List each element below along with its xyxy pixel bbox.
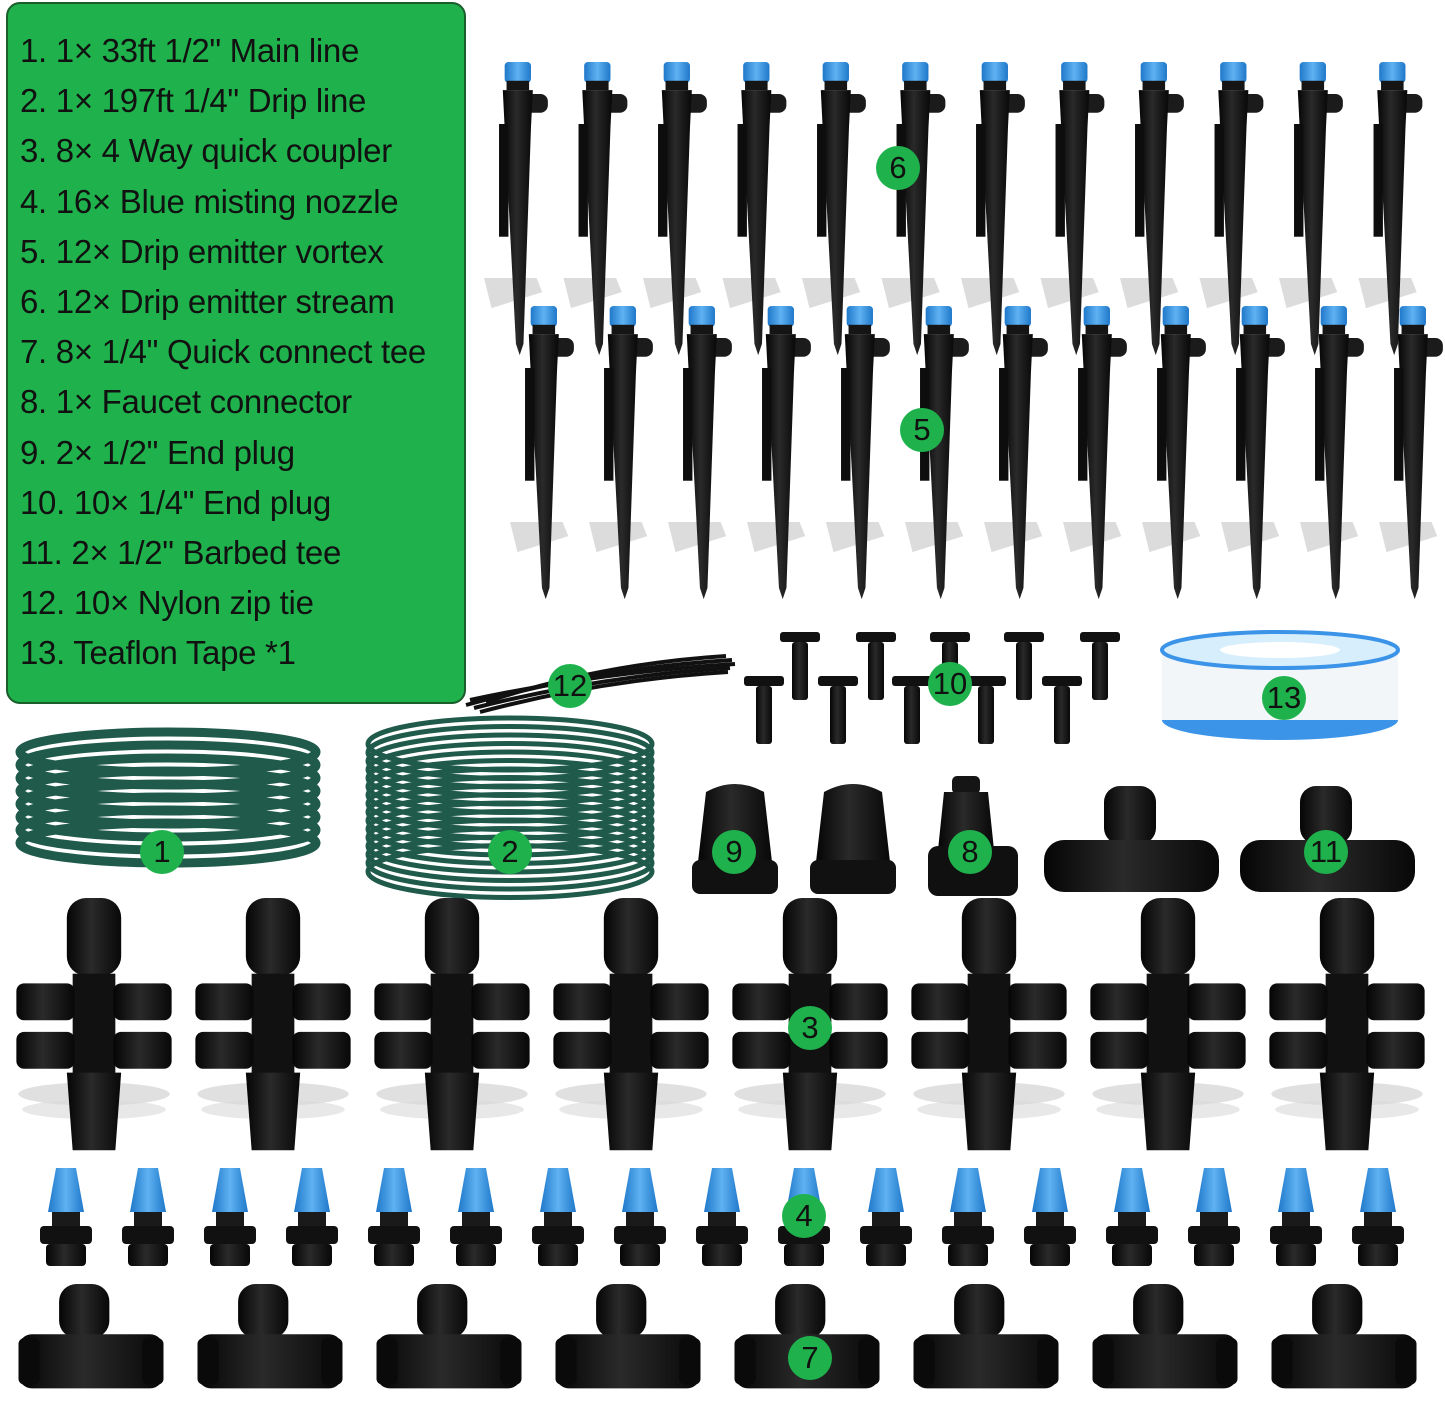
- drip-emitter-vortex: [1379, 306, 1443, 600]
- drip-emitter-vortex: [1142, 306, 1206, 600]
- drip-emitter-vortex: [984, 306, 1048, 600]
- quick-connect-tee: [1092, 1284, 1238, 1389]
- misting-nozzle: [368, 1168, 420, 1266]
- legend-item-7: 7. 8× 1/4" Quick connect tee: [20, 333, 426, 371]
- end-plug: [856, 632, 896, 700]
- badge-teflon-tape: 13: [1262, 676, 1306, 720]
- misting-nozzle: [286, 1168, 338, 1266]
- nylon-zip-ties: [465, 654, 736, 714]
- legend-item-3: 3. 8× 4 Way quick coupler: [20, 132, 392, 170]
- quick-connect-tee: [1271, 1284, 1417, 1389]
- quick-connect-tees-row: [18, 1284, 1417, 1389]
- misting-nozzle: [122, 1168, 174, 1266]
- quick-connect-tee: [18, 1284, 164, 1389]
- badge-half-inch-end-plug: 9: [712, 830, 756, 874]
- legend-item-13: 13. Teaflon Tape *1: [20, 634, 296, 672]
- legend-item-6: 6. 12× Drip emitter stream: [20, 283, 395, 321]
- badge-zip-tie: 12: [548, 664, 592, 708]
- drip-emitter-vortex: [905, 306, 969, 600]
- misting-nozzle: [1352, 1168, 1404, 1266]
- end-plug: [892, 676, 932, 744]
- misting-nozzle: [1270, 1168, 1322, 1266]
- barbed-tees: [1044, 786, 1415, 892]
- end-plug: [744, 676, 784, 744]
- quick-connect-tee: [913, 1284, 1059, 1389]
- four-way-coupler: [195, 898, 351, 1151]
- badge-drip-emitter-vortex: 5: [900, 408, 944, 452]
- quick-connect-tee: [376, 1284, 522, 1389]
- drip-emitter-vortex: [1063, 306, 1127, 600]
- misting-nozzle: [1024, 1168, 1076, 1266]
- legend-item-10: 10. 10× 1/4" End plug: [20, 483, 331, 521]
- badge-coupler: 3: [788, 1006, 832, 1050]
- legend-item-4: 4. 16× Blue misting nozzle: [20, 182, 399, 220]
- misting-nozzle: [40, 1168, 92, 1266]
- badge-drip-emitter-stream: 6: [876, 146, 920, 190]
- badge-barbed-tee: 11: [1304, 830, 1348, 874]
- badge-main-line: 1: [140, 830, 184, 874]
- four-way-coupler: [553, 898, 709, 1151]
- end-plug: [1080, 632, 1120, 700]
- drip-emitter-vortex-row: [510, 306, 1443, 600]
- legend-item-11: 11. 2× 1/2" Barbed tee: [20, 534, 341, 572]
- end-plug: [966, 676, 1006, 744]
- misting-nozzle: [614, 1168, 666, 1266]
- drip-emitter-vortex: [826, 306, 890, 600]
- badge-quick-connect-tee: 7: [788, 1336, 832, 1380]
- four-way-coupler: [911, 898, 1067, 1151]
- legend-item-2: 2. 1× 197ft 1/4" Drip line: [20, 82, 367, 120]
- quick-connect-tee: [197, 1284, 343, 1389]
- drip-emitter-vortex: [1221, 306, 1285, 600]
- tubing-loop: [365, 826, 655, 883]
- badge-drip-line: 2: [488, 830, 532, 874]
- legend-item-1: 1. 1× 33ft 1/2" Main line: [20, 32, 360, 69]
- legend-item-5: 5. 12× Drip emitter vortex: [20, 232, 384, 270]
- misting-nozzle: [860, 1168, 912, 1266]
- parts-list: 1. 1× 33ft 1/2" Main line 2. 1× 197ft 1/…: [8, 4, 464, 679]
- misting-nozzle: [696, 1168, 748, 1266]
- misting-nozzles-row: [40, 1168, 1404, 1266]
- legend-item-9: 9. 2× 1/2" End plug: [20, 433, 295, 471]
- legend-item-8: 8. 1× Faucet connector: [20, 383, 352, 421]
- misting-nozzle: [1106, 1168, 1158, 1266]
- drip-emitter-vortex: [1300, 306, 1364, 600]
- badge-misting-nozzle: 4: [782, 1194, 826, 1238]
- legend-item-12: 12. 10× Nylon zip tie: [20, 584, 314, 622]
- end-plug: [780, 632, 820, 700]
- end-plug: [1004, 632, 1044, 700]
- misting-nozzle: [204, 1168, 256, 1266]
- four-way-coupler: [1090, 898, 1246, 1151]
- badge-faucet-connector: 8: [948, 830, 992, 874]
- four-way-couplers-row: [16, 898, 1425, 1151]
- misting-nozzle: [1188, 1168, 1240, 1266]
- end-plug: [818, 676, 858, 744]
- four-way-coupler: [1269, 898, 1425, 1151]
- quick-connect-tee: [555, 1284, 701, 1389]
- four-way-coupler: [16, 898, 172, 1151]
- misting-nozzle: [450, 1168, 502, 1266]
- misting-nozzle: [942, 1168, 994, 1266]
- badge-quarter-inch-end-plug: 10: [928, 662, 972, 706]
- four-way-coupler: [374, 898, 530, 1151]
- parts-legend: 1. 1× 33ft 1/2" Main line 2. 1× 197ft 1/…: [6, 2, 466, 704]
- misting-nozzle: [532, 1168, 584, 1266]
- end-plug: [1042, 676, 1082, 744]
